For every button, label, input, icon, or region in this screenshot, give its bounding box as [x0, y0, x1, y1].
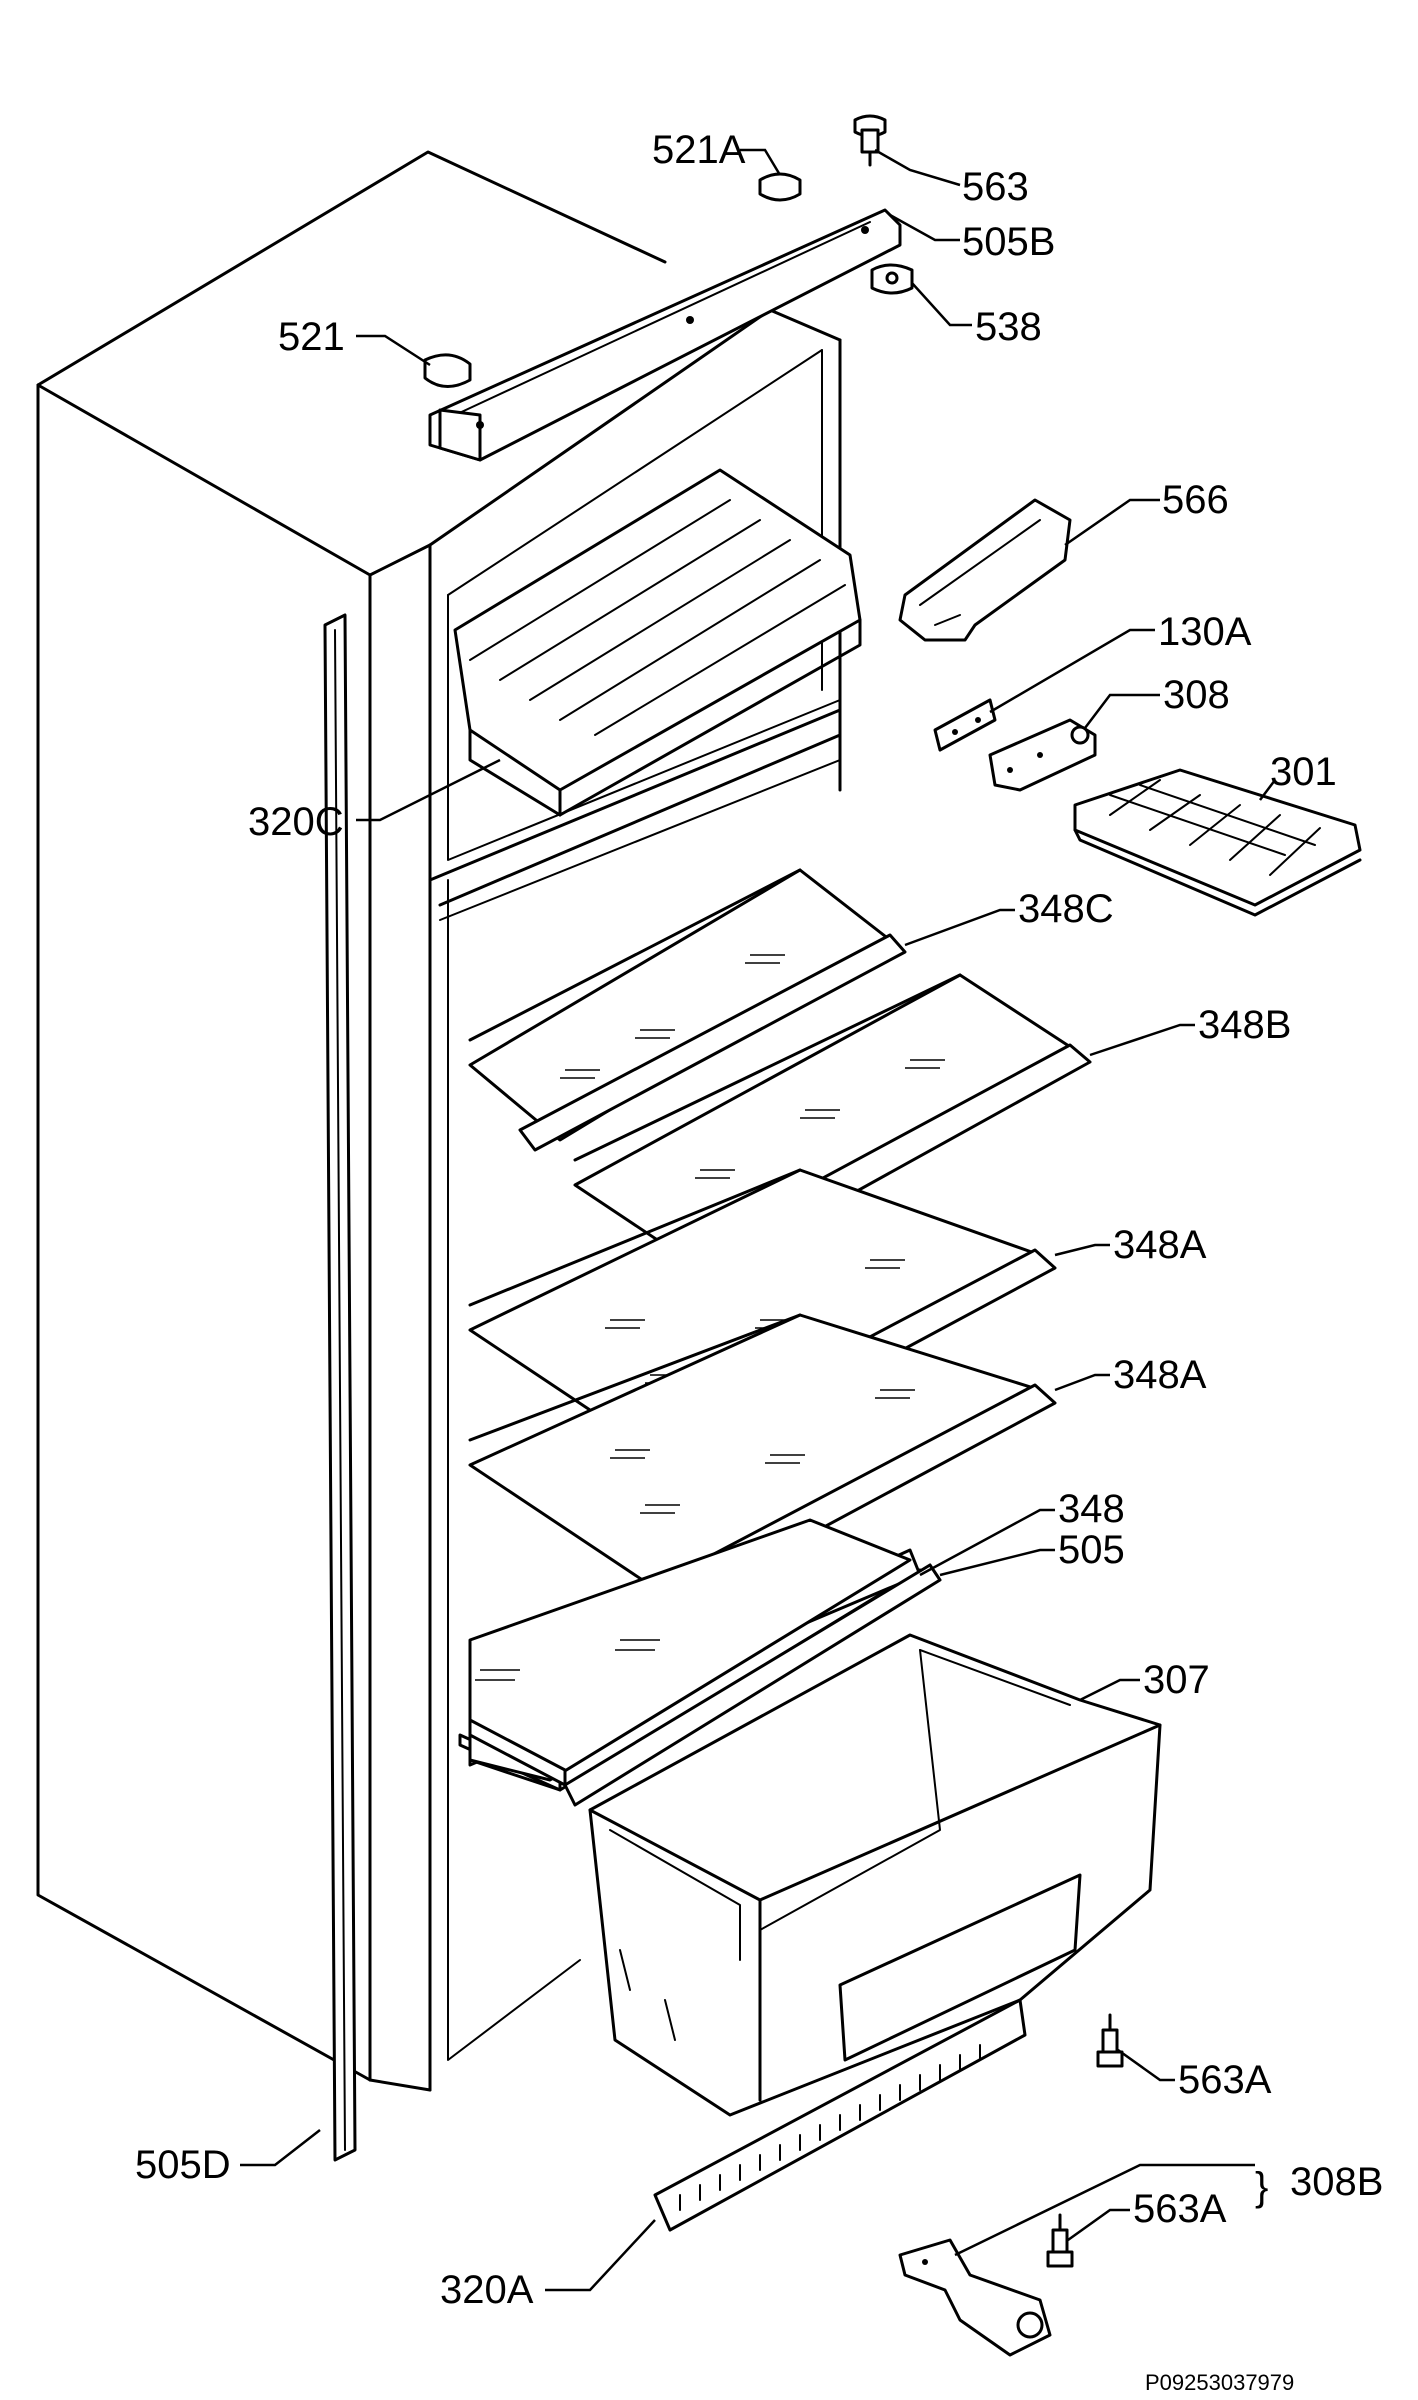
- crisper-drawer-307: [588, 1633, 1162, 2117]
- label-301: 301: [1270, 750, 1337, 794]
- cap-521a: [758, 172, 802, 202]
- label-348: 348: [1058, 1487, 1125, 1531]
- screw-563: [853, 114, 887, 167]
- label-505d: 505D: [135, 2143, 231, 2187]
- drawing-code: P09253037979: [1145, 2370, 1294, 2395]
- label-563a-upper: 563A: [1178, 2058, 1272, 2102]
- brace: }: [1255, 2165, 1268, 2209]
- label-563a-lower: 563A: [1133, 2187, 1227, 2231]
- label-320c: 320C: [248, 800, 344, 844]
- leader-lines: [240, 148, 1276, 2292]
- bottom-hinge-308b: [898, 2238, 1052, 2357]
- label-348c: 348C: [1018, 887, 1114, 931]
- hinge-cover-505b: [428, 208, 902, 462]
- door-gasket-505d: [323, 613, 357, 2162]
- crisper-cover-glass: [468, 1518, 912, 1787]
- label-320a: 320A: [440, 2268, 534, 2312]
- label-130a: 130A: [1158, 610, 1252, 654]
- part-labels: 521A 563 505B 538 521 566 130A 308 301 3…: [135, 128, 1383, 2395]
- label-308: 308: [1163, 673, 1230, 717]
- cabinet-body: [36, 150, 842, 2092]
- label-505: 505: [1058, 1528, 1125, 1572]
- shelf-348c: [468, 868, 907, 1152]
- label-566: 566: [1162, 478, 1229, 522]
- label-538: 538: [975, 305, 1042, 349]
- label-521: 521: [278, 315, 345, 359]
- scraper-566: [898, 498, 1072, 642]
- gasket-strip-505: [563, 1563, 942, 1807]
- label-308b: 308B: [1290, 2160, 1383, 2204]
- label-307: 307: [1143, 1658, 1210, 1702]
- label-521a: 521A: [652, 128, 746, 172]
- label-505b: 505B: [962, 220, 1055, 264]
- screw-563a-lower: [1046, 2213, 1074, 2268]
- label-348b: 348B: [1198, 1003, 1291, 1047]
- freezer-shelf-320c: [453, 468, 862, 817]
- vent-grille-320a: [653, 1998, 1027, 2232]
- plate-130a: [933, 698, 997, 752]
- ice-tray-301: [1073, 768, 1362, 917]
- label-348a-lower: 348A: [1113, 1353, 1207, 1397]
- screw-563a-upper: [1096, 2013, 1124, 2068]
- label-348a-upper: 348A: [1113, 1223, 1207, 1267]
- cap-521: [423, 353, 472, 388]
- bracket-538: [870, 263, 914, 295]
- label-563: 563: [962, 165, 1029, 209]
- hinge-308: [988, 718, 1097, 792]
